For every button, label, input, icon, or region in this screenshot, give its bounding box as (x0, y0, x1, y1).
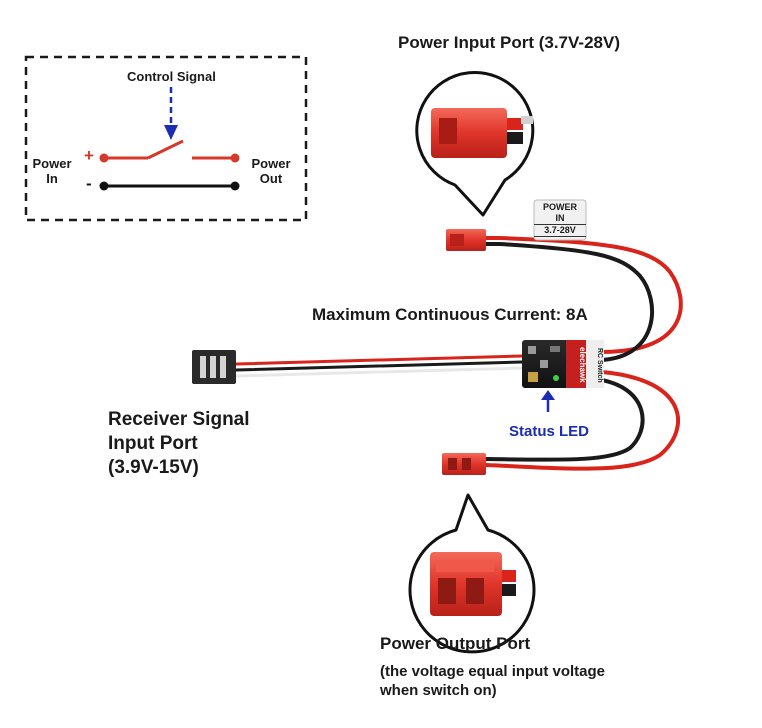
receiver-line2: Input Port (108, 433, 198, 454)
power-input-title: Power Input Port (3.7V-28V) (398, 33, 620, 52)
status-led-label: Status LED (509, 423, 590, 440)
status-led-light (553, 375, 559, 381)
power-in-line2: In (46, 171, 58, 186)
output-connector-small (442, 453, 486, 475)
wires (234, 236, 683, 471)
power-in-tag (533, 199, 587, 241)
module-brand: elechawk (578, 347, 587, 383)
switch-blade (147, 139, 184, 160)
tag-line1: POWER (542, 202, 577, 212)
power-in-label: Power In (32, 156, 72, 186)
power-out-line1: Power (251, 156, 291, 171)
minus-sign: - (86, 174, 92, 193)
power-out-label: Power Out (248, 156, 294, 186)
power-out-line2: Out (259, 171, 283, 186)
power-output-note: (the voltage equal input voltage when sw… (380, 662, 605, 700)
plus-sign: + (84, 146, 94, 165)
output-callout (408, 493, 536, 654)
control-arrow-head (164, 125, 178, 140)
input-callout (415, 70, 535, 217)
power-in-line1: Power (32, 156, 72, 171)
input-connector-small (446, 229, 486, 251)
tag-line3: 3.7-28V (534, 224, 586, 237)
status-led-arrow (541, 390, 555, 412)
schematic-box (24, 55, 308, 222)
ground-terminal-right (230, 181, 240, 191)
switch-module (522, 340, 604, 388)
tag-line2: IN (555, 213, 565, 223)
receiver-label: Receiver Signal Input Port (3.9V-15V) (108, 408, 250, 480)
switch-terminal-right (230, 153, 240, 163)
max-current-label: Maximum Continuous Current: 8A (312, 305, 588, 324)
control-signal-label: Control Signal (127, 69, 216, 84)
receiver-line1: Receiver Signal (108, 409, 250, 430)
receiver-connector (192, 350, 236, 384)
power-output-note-line2: when switch on) (380, 682, 497, 699)
module-model: RC Switch (596, 347, 603, 383)
power-output-title: Power Output Port (380, 634, 531, 653)
receiver-line3: (3.9V-15V) (108, 457, 199, 478)
power-in-tag-text: POWER IN 3.7-28V (534, 202, 586, 237)
power-output-note-line1: (the voltage equal input voltage (380, 663, 606, 680)
